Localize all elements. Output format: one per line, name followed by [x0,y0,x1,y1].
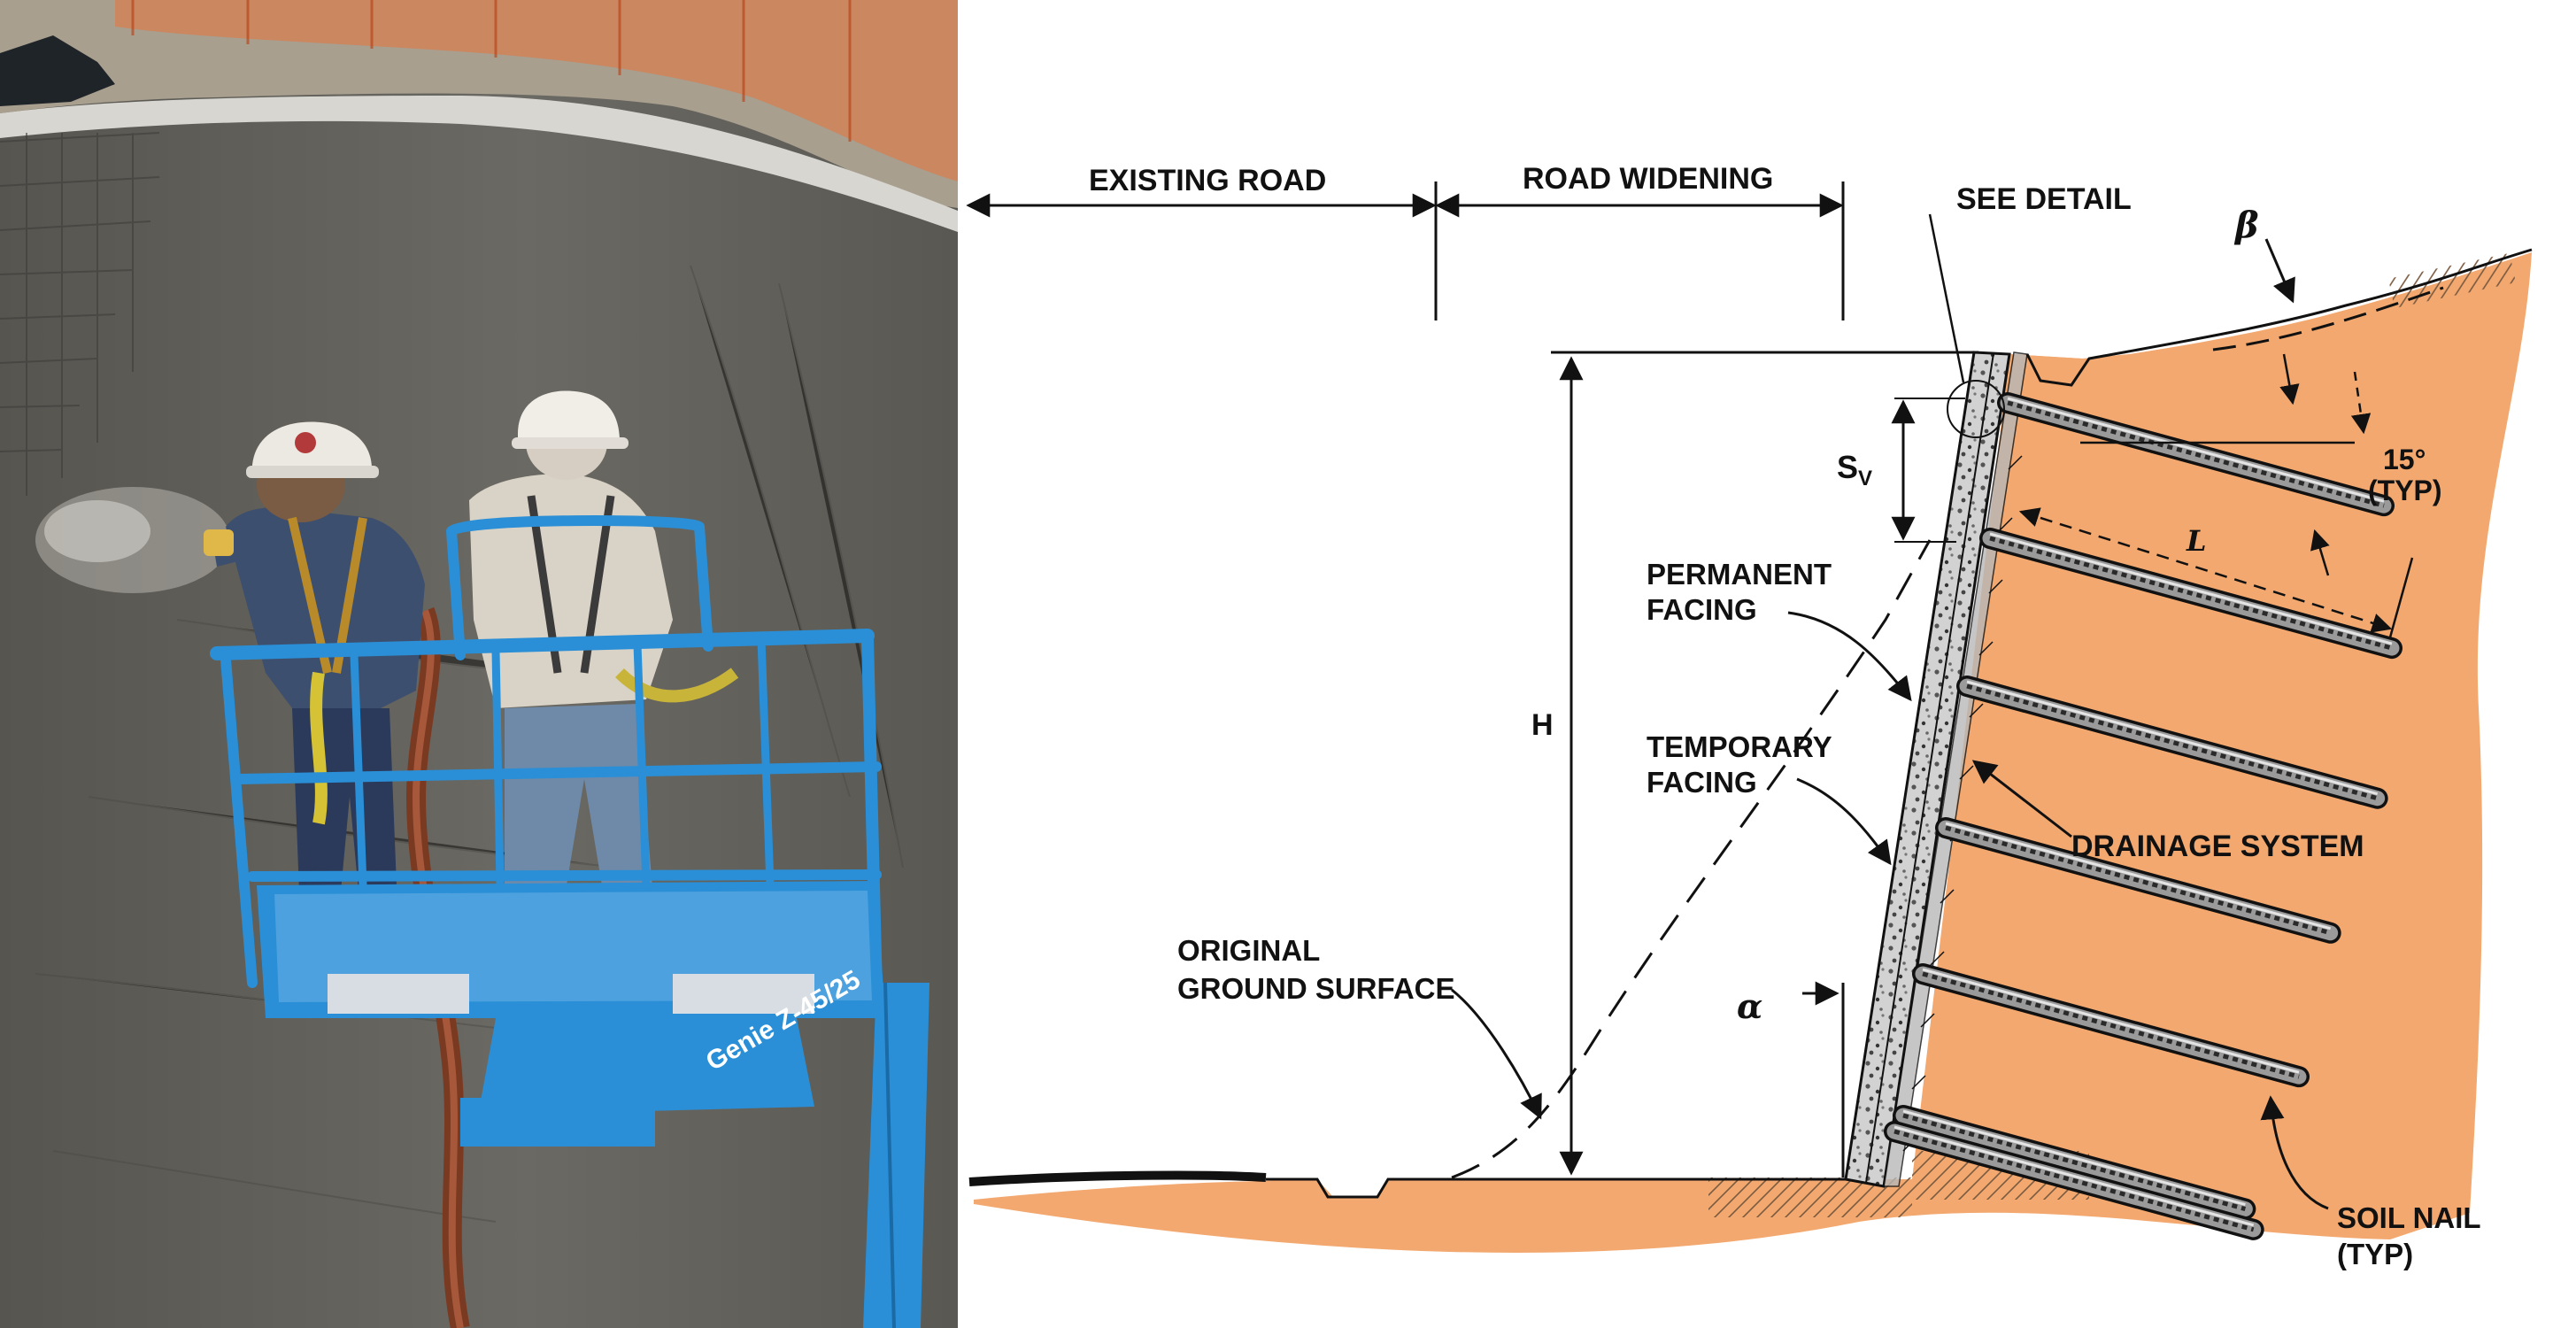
soil-nail-4 [1935,817,2341,944]
original-ground-label-line1: ORIGINAL [1177,934,1320,967]
slope-top-line [2025,248,2533,387]
soil-nail-5 [1912,963,2310,1088]
soil-nail-6 [1893,1105,2256,1220]
road-widening-label: ROAD WIDENING [1523,162,1773,196]
angle-15-label: 15° [2383,444,2426,475]
existing-ground-thick [968,1170,1267,1186]
wire-mesh [0,132,160,496]
soil-nail-label-line2: (TYP) [2337,1238,2413,1270]
see-detail-label: SEE DETAIL [1956,182,2132,216]
permanent-facing-label-line1: PERMANENT [1647,558,1832,591]
beta-symbol: β [2233,205,2259,246]
drainage-system-label: DRAINAGE SYSTEM [2071,830,2364,863]
soil-nail-3 [1956,676,2388,809]
temporary-facing-label-line1: TEMPORARY [1647,730,1832,763]
see-detail-circle [1947,380,2005,438]
height-label: H [1531,708,1554,742]
permanent-facing-label-line2: FACING [1647,593,1757,626]
existing-road-label: EXISTING ROAD [1089,164,1326,197]
original-ground-surface-line [1451,539,1932,1179]
facing-section [1844,351,2011,1188]
temporary-facing-label-line2: FACING [1647,766,1757,799]
soil-nail-1 [1997,392,2395,517]
alpha-symbol: α [1737,986,1762,1026]
original-ground-label-line2: GROUND SURFACE [1177,972,1455,1005]
soil-nail-7 [1884,1121,2264,1240]
sv-label: SV [1837,449,1872,490]
soil-mass [974,252,2532,1253]
angle-15-typ-label: (TYP) [2368,475,2442,506]
nail-length-dimension [2018,507,2393,633]
road-surface-line [1266,1177,1846,1199]
lift-boom [863,983,929,1328]
length-label: L [2186,524,2207,558]
shotcrete-photo: Genie Z-45/25 [0,0,958,1328]
soil-nail-label-line1: SOIL NAIL [2337,1201,2481,1234]
soil-nail-wall-diagram: EXISTING ROAD ROAD WIDENING SEE DETAIL β… [966,162,2533,1270]
